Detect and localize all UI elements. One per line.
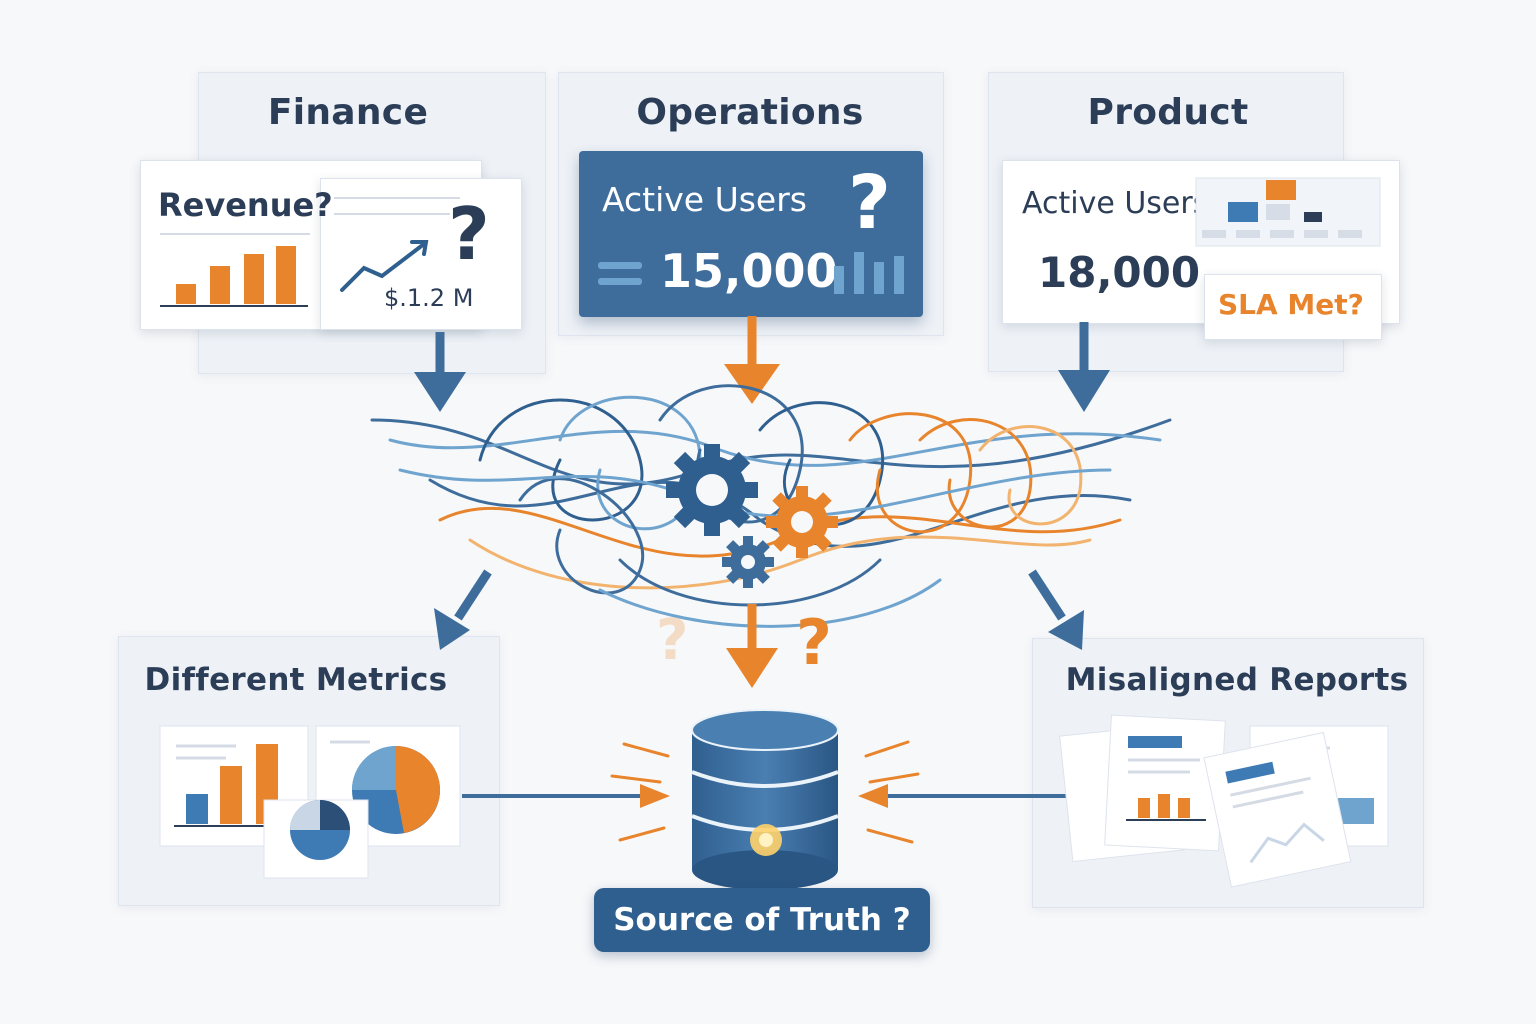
product-title: Product (1087, 92, 1249, 133)
operations-title: Operations (636, 92, 864, 133)
finance-value: $.1.2 M (384, 284, 474, 312)
product-down-arrow-icon (1058, 322, 1110, 412)
operations-question-mark: ? (848, 160, 891, 246)
metrics-title: Different Metrics (144, 662, 448, 698)
product-sla-text: SLA Met? (1218, 288, 1364, 321)
gear-icon (666, 444, 758, 536)
document-icon (1203, 731, 1352, 888)
left-horizontal-arrow-icon (462, 784, 670, 808)
finance-bar-chart-icon (176, 246, 296, 304)
operations-down-arrow-icon (724, 316, 780, 404)
operations-value: 15,000 (660, 244, 838, 298)
source-of-truth-label: Source of Truth ? (594, 888, 930, 952)
center-faint-question-mark: ? (656, 608, 689, 673)
finance-card-title: Revenue? (158, 186, 333, 224)
finance-chart-card (320, 178, 522, 330)
finance-title: Finance (267, 92, 429, 133)
finance-down-arrow-icon (414, 332, 466, 412)
operations-bar-chart-icon (834, 252, 904, 294)
metrics-small-pie-chart-icon (263, 799, 369, 879)
finance-question-mark: ? (448, 192, 490, 276)
right-diagonal-arrow-icon (1028, 569, 1084, 650)
finance-line-chart-icon (340, 240, 429, 292)
left-diagonal-arrow-icon (434, 569, 492, 650)
gear-icon (722, 536, 774, 588)
tangled-data-lines (370, 384, 1172, 628)
database-spark-lines (610, 740, 920, 844)
operations-card (579, 151, 923, 317)
operations-card-title: Active Users (602, 180, 807, 219)
right-horizontal-arrow-icon (858, 784, 1066, 808)
product-value: 18,000 (1038, 248, 1201, 297)
center-down-arrow-icon (726, 604, 778, 688)
product-sla-card (1204, 274, 1382, 340)
database-icon (691, 709, 839, 890)
gear-icon (766, 486, 838, 558)
finance-card-lines (160, 197, 460, 235)
product-card-title: Active Users (1022, 186, 1209, 221)
operations-equal-icon (598, 262, 642, 285)
document-icon (1104, 714, 1226, 852)
product-mini-chart (1195, 177, 1381, 247)
reports-title: Misaligned Reports (1065, 662, 1409, 698)
center-question-mark: ? (796, 606, 832, 679)
